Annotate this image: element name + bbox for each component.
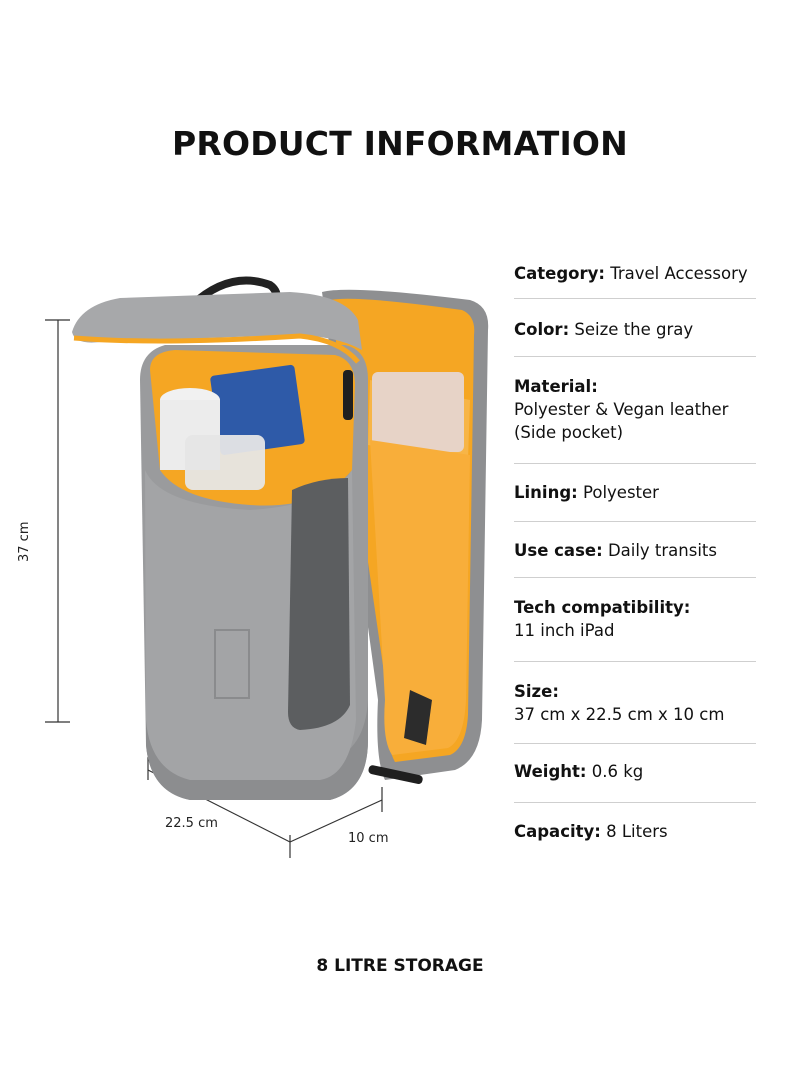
spec-color: Color: Seize the gray: [514, 318, 764, 341]
page-title: PRODUCT INFORMATION: [171, 124, 629, 163]
spec-tech-compatibility: Tech compatibility: 11 inch iPad: [514, 596, 764, 642]
spec-value: 11 inch iPad: [514, 621, 615, 640]
spec-value: Polyester & Vegan leather (Side pocket): [514, 400, 729, 442]
divider: [514, 743, 756, 744]
spec-size: Size: 37 cm x 22.5 cm x 10 cm: [514, 680, 764, 726]
height-dimension-line: [45, 319, 70, 723]
depth-dimension-label: 10 cm: [348, 831, 389, 846]
spec-label: Size:: [514, 682, 559, 701]
spec-label: Lining:: [514, 483, 578, 502]
spec-label: Capacity:: [514, 822, 601, 841]
divider: [514, 298, 756, 299]
backpack-image: [45, 276, 489, 858]
divider: [514, 521, 756, 522]
width-dimension-label: 22.5 cm: [165, 816, 218, 831]
divider: [514, 356, 756, 357]
spec-label: Use case:: [514, 541, 603, 560]
spec-value: 0.6 kg: [591, 762, 644, 781]
spec-lining: Lining: Polyester: [514, 481, 764, 504]
spec-label: Weight:: [514, 762, 587, 781]
spec-value: Travel Accessory: [610, 264, 748, 283]
spec-category: Category: Travel Accessory: [514, 262, 764, 285]
spec-label: Color:: [514, 320, 570, 339]
spec-weight: Weight: 0.6 kg: [514, 760, 764, 783]
divider: [514, 463, 756, 464]
divider: [514, 661, 756, 662]
spec-value: Daily transits: [607, 541, 718, 560]
divider: [514, 577, 756, 578]
divider: [514, 802, 756, 803]
spec-value: 37 cm x 22.5 cm x 10 cm: [514, 705, 725, 724]
spec-capacity: Capacity: 8 Liters: [514, 820, 764, 843]
spec-value: 8 Liters: [606, 822, 668, 841]
spec-label: Material:: [514, 377, 598, 396]
spec-use-case: Use case: Daily transits: [514, 539, 764, 562]
storage-caption: 8 LITRE STORAGE: [316, 956, 484, 976]
spec-label: Tech compatibility:: [514, 598, 691, 617]
height-dimension-label: 37 cm: [17, 521, 32, 563]
spec-value: Seize the gray: [574, 320, 694, 339]
spec-value: Polyester: [582, 483, 659, 502]
spec-label: Category:: [514, 264, 605, 283]
spec-material: Material: Polyester & Vegan leather (Sid…: [514, 375, 764, 444]
